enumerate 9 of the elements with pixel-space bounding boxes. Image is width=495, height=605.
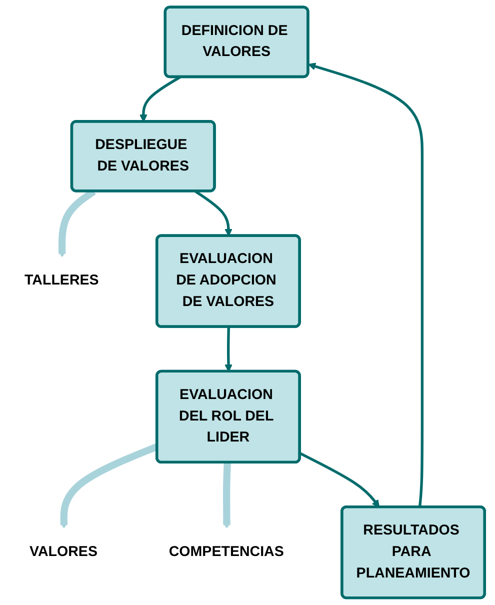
arrow (299, 452, 380, 508)
node-text: COMPETENCIAS (168, 544, 284, 560)
node-text: TALLERES (24, 273, 98, 288)
arrow (224, 327, 232, 372)
arrow (308, 62, 424, 508)
arrow (194, 190, 232, 236)
node-text: VALORES (29, 544, 98, 560)
arrow (139, 76, 180, 122)
arrow (222, 462, 231, 530)
